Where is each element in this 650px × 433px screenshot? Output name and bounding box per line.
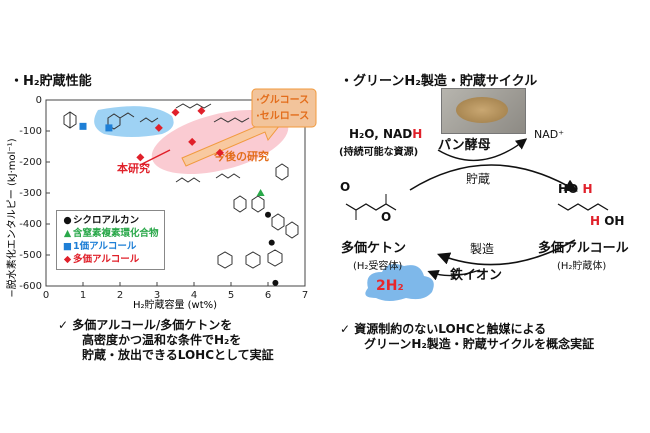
- triangle-data-point: [256, 189, 265, 196]
- y-axis-label: −脱水素化エンタルピー (kJ·mol⁻¹): [5, 138, 18, 297]
- y-tick-label: -200: [19, 157, 42, 168]
- diamond-marker-icon: ◆: [63, 254, 72, 265]
- ketone-o-bottom: O: [381, 210, 392, 224]
- x-axis-label: H₂貯蔵容量 (wt%): [133, 298, 217, 311]
- iron-ion-label: 鉄イオン: [450, 268, 503, 283]
- molecule-sketches: [63, 103, 299, 269]
- diamond-data-point: [188, 137, 197, 146]
- yeast-label: パン酵母: [438, 138, 491, 153]
- x-tick-label: 4: [191, 290, 197, 301]
- alcohol-ho-top: HO H: [558, 182, 593, 196]
- right-conclusion-line2: グリーンH₂製造・貯蔵サイクルを概念実証: [364, 337, 595, 351]
- nadh-arrow: [437, 138, 528, 162]
- y-tick-label: -500: [19, 250, 42, 261]
- cycle-diagram: [345, 138, 609, 301]
- square-data-point: [105, 124, 113, 132]
- legend-poly-alcohol: ◆多価アルコール: [63, 254, 140, 265]
- ketone-skeleton: [345, 203, 397, 211]
- blue-region: [94, 106, 174, 137]
- square-marker-icon: ■: [63, 241, 72, 252]
- left-conclusion-line2: 高密度かつ温和な条件でH₂を: [82, 333, 242, 347]
- left-section-title: ・H₂貯蔵性能: [10, 74, 92, 89]
- diamond-data-point: [171, 108, 180, 117]
- diamond-data-point: [197, 106, 206, 115]
- diamond-data-point: [136, 153, 145, 162]
- x-tick-label: 0: [43, 290, 49, 301]
- x-tick-label: 1: [80, 290, 86, 301]
- triangle-marker-icon: ▲: [63, 228, 72, 239]
- nad-plus-label: NAD⁺: [534, 128, 565, 141]
- y-tick-label: -100: [19, 126, 42, 137]
- storage-label: 貯蔵: [466, 172, 491, 186]
- square-data-point: [79, 122, 87, 130]
- h2-storage-chart: −脱水素化エンタルピー (kJ·mol⁻¹) 0 1 2 3 4 5 6 7 0 -100 -200…: [5, 88, 317, 311]
- storage-arrow: [409, 164, 578, 192]
- diamond-data-point: [215, 148, 224, 157]
- ketone-label: 多価ケトン: [341, 241, 407, 256]
- glucose-label: ·グルコース: [256, 93, 309, 106]
- circle-data-point: [265, 211, 271, 218]
- circle-data-point: [272, 279, 279, 286]
- y-tick-label: -600: [19, 281, 42, 292]
- legend-mono-alcohol: ■1価アルコール: [63, 241, 137, 252]
- x-tick-label: 5: [228, 290, 234, 301]
- sugar-box: [251, 88, 317, 128]
- y-tick-label: -400: [19, 219, 42, 230]
- cellulose-label: ·セルロース: [256, 110, 309, 122]
- left-conclusion-line1: ✓ 多価アルコール/多価ケトンを: [58, 318, 233, 332]
- sustainable-label: (持続可能な資源): [339, 147, 419, 158]
- future-study-label: 今後の研究: [213, 149, 269, 163]
- diamond-data-point: [154, 123, 163, 132]
- legend-cycloalkane: ●シクロアルカン: [63, 215, 140, 226]
- circle-marker-icon: ●: [63, 215, 72, 226]
- h2-release-arrow: [427, 269, 481, 281]
- left-conclusion: ✓ 多価アルコール/多価ケトンを 高密度かつ温和な条件でH₂を 貯蔵・放出できる…: [58, 318, 274, 363]
- x-tick-label: 3: [154, 290, 160, 301]
- production-arrow: [437, 239, 576, 266]
- ketone-o-top: O: [340, 180, 351, 194]
- circle-data-point: [268, 239, 275, 246]
- alcohol-sub: (H₂貯蔵体): [557, 261, 607, 272]
- alcohol-skeleton: [557, 203, 609, 211]
- alcohol-oh-bottom: H OH: [590, 214, 625, 228]
- production-label: 製造: [470, 242, 495, 256]
- right-section-title: ・グリーンH₂製造・貯蔵サイクル: [340, 74, 538, 89]
- legend-n-heterocycle: ▲含窒素複素環化合物: [63, 228, 159, 239]
- this-study-arrow: [139, 149, 171, 166]
- left-conclusion-line3: 貯蔵・放出できるLOHCとして実証: [82, 348, 274, 362]
- h2-product-label: 2H₂: [376, 278, 404, 294]
- x-tick-label: 7: [302, 290, 308, 301]
- yeast-photo: [441, 88, 526, 134]
- x-tick-label: 6: [265, 290, 271, 301]
- alcohol-label: 多価アルコール: [538, 241, 629, 256]
- chart-legend: ●シクロアルカン ▲含窒素複素環化合物 ■1価アルコール ◆多価アルコール: [56, 210, 165, 270]
- h2o-nadh-label: H₂O, NADH: [349, 127, 423, 141]
- x-tick-label: 2: [117, 290, 123, 301]
- yeast-spoon: [456, 97, 508, 123]
- y-tick-label: -300: [19, 188, 42, 199]
- right-conclusion: ✓ 資源制約のないLOHCと触媒による グリーンH₂製造・貯蔵サイクルを概念実証: [340, 322, 594, 352]
- h2-cloud: [365, 264, 434, 301]
- y-tick-label: 0: [36, 95, 42, 106]
- ketone-sub: (H₂受容体): [353, 261, 403, 272]
- right-conclusion-line1: ✓ 資源制約のないLOHCと触媒による: [340, 322, 547, 336]
